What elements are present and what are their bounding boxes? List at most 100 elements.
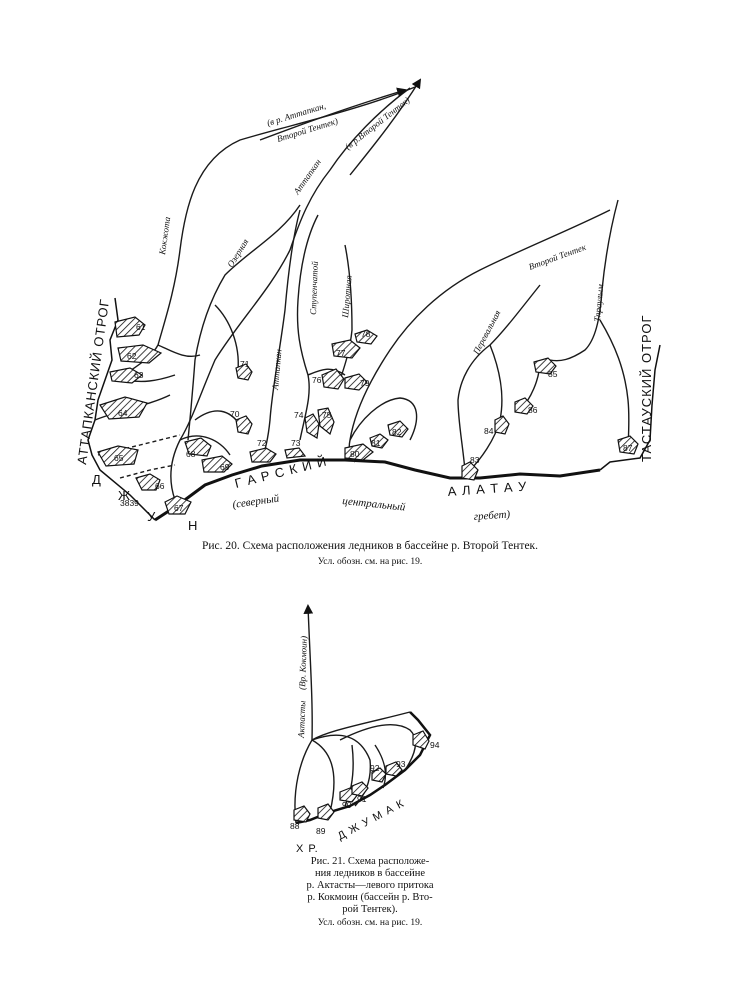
glacier-84 bbox=[494, 415, 510, 435]
river-name-perevalnaya: Перевальная bbox=[470, 308, 502, 356]
river-tpraulym bbox=[549, 199, 619, 362]
glacier-label-74: 74 bbox=[294, 410, 304, 420]
dzhumak-ridge-line bbox=[295, 711, 432, 825]
tributary-3 bbox=[214, 304, 239, 371]
ridge-name-khr: Х Р. bbox=[296, 843, 319, 855]
glacier-numbers-fig20: 61 62 63 64 65 66 3839 67 68 69 70 71 72… bbox=[114, 322, 633, 513]
glacier-label-75: 75 bbox=[322, 410, 332, 420]
glacier-label-66: 66 bbox=[155, 481, 165, 491]
glacier-63 bbox=[109, 367, 144, 384]
glacier-61 bbox=[114, 316, 146, 338]
glacier-label-88: 88 bbox=[290, 821, 300, 831]
glacier-label-85: 85 bbox=[548, 369, 558, 379]
aktasty-trib-6 bbox=[374, 744, 387, 789]
glacier-67 bbox=[164, 495, 192, 515]
glacier-label-78: 78 bbox=[361, 329, 371, 339]
glacier-77 bbox=[331, 339, 361, 359]
glacier-label-83: 83 bbox=[470, 455, 480, 465]
glacier-label-91: 91 bbox=[357, 794, 367, 804]
ridge-letter-d: Д bbox=[92, 472, 102, 487]
glacier-label-71: 71 bbox=[240, 359, 250, 369]
glaciers-fig20 bbox=[97, 316, 639, 515]
arrow-kokmoin bbox=[303, 604, 314, 741]
glacier-86 bbox=[514, 397, 534, 415]
river-name-vtoroy-tentek: Второй Тентек bbox=[527, 242, 588, 272]
aktasty-trib-1 bbox=[311, 739, 335, 813]
glacier-label-68: 68 bbox=[186, 449, 196, 459]
glacier-82 bbox=[387, 420, 409, 438]
ridge-name-alatau: А Л А Т А У bbox=[447, 478, 528, 499]
glacier-label-82: 82 bbox=[392, 427, 402, 437]
main-ridge-line bbox=[154, 458, 601, 522]
fig20-note: Усл. обозн. см. на рис. 19. bbox=[317, 557, 423, 567]
river-name-attapkan-upper: Аттапкан bbox=[291, 157, 323, 197]
river-name-tpraulym: Тпраулым bbox=[592, 284, 605, 323]
aktasty-trib-5 bbox=[344, 744, 354, 807]
fig21-caption-line-5: рой Тентек). bbox=[342, 904, 398, 915]
glacier-label-93: 93 bbox=[396, 759, 406, 769]
glacier-label-77: 77 bbox=[336, 348, 346, 358]
glacier-72 bbox=[249, 447, 277, 463]
tastau-spur-line bbox=[599, 344, 661, 471]
fig20-caption: Рис. 20. Схема расположения ледников в б… bbox=[201, 540, 539, 552]
glacier-label-73: 73 bbox=[291, 438, 301, 448]
fig21-caption-line-4: р. Кокмоин (бассейн р. Вто- bbox=[307, 892, 433, 903]
river-attapkan-lower bbox=[261, 209, 301, 461]
glacier-label-67: 67 bbox=[174, 503, 184, 513]
river-name-aktasty: Актасты bbox=[296, 700, 307, 739]
glacier-65 bbox=[97, 445, 139, 467]
fig21-caption-line-1: Рис. 21. Схема расположе- bbox=[310, 856, 430, 867]
arrow-label-kokmoin: (Вр. Кокмоин) bbox=[297, 636, 309, 690]
river-ozernaya bbox=[187, 204, 301, 441]
glacier-label-70: 70 bbox=[230, 409, 240, 419]
aktasty-trib-4 bbox=[311, 711, 411, 741]
glacier-label-65: 65 bbox=[114, 453, 124, 463]
river-name-shirotnaya: Широтная bbox=[340, 275, 354, 319]
aktasty-trib-3 bbox=[339, 724, 417, 771]
glacier-83 bbox=[461, 461, 479, 481]
glacier-label-69: 69 bbox=[220, 462, 230, 472]
ridge-letter-n: Н bbox=[188, 518, 198, 533]
glacier-label-3839: 3839 bbox=[120, 498, 139, 508]
glacier-numbers-fig21: 88 89 90 91 92 93 94 bbox=[290, 740, 440, 836]
figure-21-map: 88 89 90 91 92 93 94 Актасты (Вр. Кокмои… bbox=[290, 604, 440, 855]
glacier-label-92: 92 bbox=[370, 763, 380, 773]
ridge-note-ridge: гребет) bbox=[473, 508, 510, 523]
ridge-name-tastau-spur: ТАСТАУСКИЙ ОТРОГ bbox=[639, 314, 654, 462]
arrow-label-to-vtoroy-tentek: (в р.Второй Тентек) bbox=[343, 95, 411, 152]
glacier-label-76: 76 bbox=[312, 375, 322, 385]
glacier-91 bbox=[351, 781, 369, 797]
river-tpraulym-east bbox=[599, 319, 630, 453]
fig21-caption: Рис. 21. Схема расположе- ния ледников в… bbox=[270, 856, 470, 916]
river-vtoroy-tentek bbox=[348, 209, 611, 463]
fig21-caption-line-3: р. Актасты—левого притока bbox=[306, 880, 434, 891]
glacier-89 bbox=[317, 803, 335, 821]
glacier-80 bbox=[344, 443, 374, 461]
tributary-8 bbox=[469, 344, 503, 471]
tributary-7 bbox=[349, 397, 418, 441]
glacier-92 bbox=[371, 767, 387, 783]
ridge-letter-u: У bbox=[147, 509, 156, 524]
glacier-label-63: 63 bbox=[134, 370, 144, 380]
glacier-label-64: 64 bbox=[118, 408, 128, 418]
glaciers-fig21 bbox=[293, 730, 430, 823]
glacier-78 bbox=[354, 329, 378, 345]
ridge-letter-zh: Ж bbox=[118, 488, 131, 503]
arrow-upper-right bbox=[349, 78, 422, 176]
glacier-label-61: 61 bbox=[136, 322, 146, 332]
glacier-69 bbox=[201, 455, 233, 473]
river-name-kokzhota: Кокжота bbox=[157, 216, 172, 257]
glacier-label-80: 80 bbox=[350, 449, 360, 459]
glacier-label-89: 89 bbox=[316, 826, 326, 836]
glacier-62 bbox=[117, 344, 163, 364]
glacier-71 bbox=[235, 363, 253, 381]
glacier-76 bbox=[321, 368, 345, 390]
glacier-label-94: 94 bbox=[430, 740, 440, 750]
river-shirotnaya bbox=[339, 244, 353, 381]
glacier-68 bbox=[184, 437, 212, 457]
glacier-label-87: 87 bbox=[623, 443, 633, 453]
glacier-64 bbox=[99, 396, 148, 420]
figure-20-map: 61 62 63 64 65 66 3839 67 68 69 70 71 72… bbox=[74, 78, 661, 533]
glacier-label-90: 90 bbox=[342, 800, 352, 810]
